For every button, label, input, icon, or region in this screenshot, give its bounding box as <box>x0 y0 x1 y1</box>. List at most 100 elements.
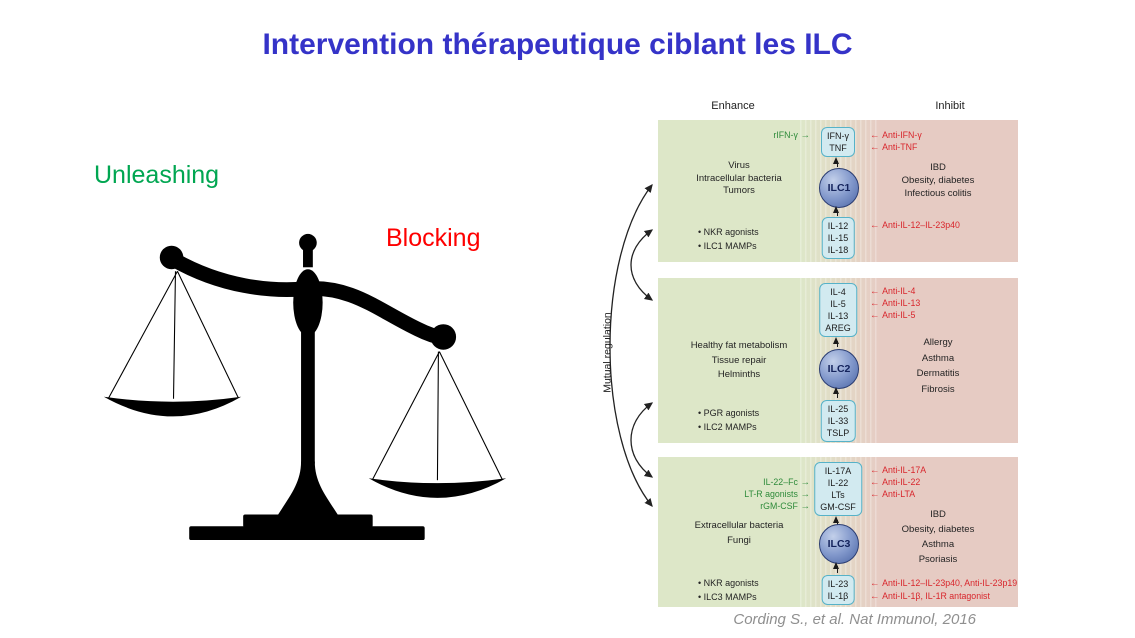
condition-row: Obesity, diabetes <box>901 175 975 186</box>
right-arrow-icon: → <box>797 477 810 488</box>
cytokine-label: IL-4 <box>830 287 846 297</box>
condition-row: Dermatitis <box>916 368 960 379</box>
inhibitor-label-text: Anti-IL-1β, IL-1R antagonist <box>882 591 990 601</box>
condition-row: Allergy <box>923 337 953 348</box>
inhibitor-label: ← Anti-IL-4 <box>870 285 915 298</box>
agent-row: ILC3 MAMPs <box>698 591 759 605</box>
cytokine-label: IL-5 <box>830 299 846 309</box>
inhibitor-label: ← Anti-IL-1β, IL-1R antagonist <box>870 590 990 603</box>
cytokine-label: IL-12 <box>827 221 849 231</box>
enhancer-label: rGM-CSF → <box>760 500 810 513</box>
inhibitor-label: ← Anti-LTA <box>870 488 915 501</box>
enhancer-label-text: LT-R agonists <box>744 489 798 499</box>
inhibitor-label: ← Anti-IFN-γ <box>870 129 922 142</box>
left-arrow-icon: ← <box>870 578 883 589</box>
agent-row: ILC2 MAMPs <box>698 421 759 435</box>
up-arrow <box>833 206 840 216</box>
inhibitor-label: ← Anti-IL-22 <box>870 476 920 489</box>
page-title: Intervention thérapeutique ciblant les I… <box>262 28 853 61</box>
inhibitor-label-text: Anti-IL-13 <box>882 298 921 308</box>
left-arrow-icon: ← <box>870 489 883 500</box>
enhancer-label: LT-R agonists → <box>744 488 810 501</box>
scale-base <box>277 461 339 516</box>
inhibitor-label-text: Anti-IL-12–IL-23p40 <box>882 220 960 230</box>
cytokine-label: IL-22 <box>827 478 849 488</box>
condition-row: Asthma <box>921 352 955 364</box>
condition-row: IBD <box>930 162 946 173</box>
left-arrow-icon: ← <box>870 477 883 488</box>
inhibitor-label-text: Anti-IFN-γ <box>882 130 922 140</box>
left-arrow-icon: ← <box>870 465 883 476</box>
up-arrow <box>833 562 840 573</box>
enhance-agents: PGR agonistsILC2 MAMPs <box>698 407 760 435</box>
blocking-label: Blocking <box>386 224 481 252</box>
cytokine-label: IL-33 <box>827 416 849 426</box>
enhancer-label-text: rGM-CSF <box>760 501 798 511</box>
left-arrow-icon: ← <box>870 142 883 153</box>
arc-ilc1-ilc2 <box>630 229 654 301</box>
cytokine-label: IL-13 <box>827 311 849 321</box>
cytokine-label: IL-17A <box>824 466 852 476</box>
condition-row: Infectious colitis <box>904 188 972 199</box>
enhance-agents: NKR agonistsILC3 MAMPs <box>698 577 759 604</box>
condition-row: Obesity, diabetes <box>901 524 975 535</box>
inhibitor-label-text: Anti-IL-4 <box>882 286 916 296</box>
condition-row: Virus <box>728 160 750 171</box>
inhibitor-label: ← Anti-IL-17A <box>870 464 926 477</box>
inhibitor-label: ← Anti-IL-13 <box>870 297 920 310</box>
ilc-cell-ilc1: ILC1 <box>819 168 859 208</box>
inhibitor-label-text: Anti-IL-12–IL-23p40, Anti-IL-23p19 <box>882 578 1018 588</box>
condition-row: Intracellular bacteria <box>696 172 782 184</box>
scale-beam <box>166 252 451 346</box>
inhibitor-label-text: Anti-TNF <box>882 142 918 152</box>
left-arrow-icon: ← <box>870 286 883 297</box>
citation: Cording S., et al. Nat Immunol, 2016 <box>733 611 976 628</box>
condition-row: Fibrosis <box>921 383 955 395</box>
cytokine-label: GM-CSF <box>820 502 856 512</box>
arc-ilc2-ilc3 <box>630 402 654 478</box>
cytokine-label: LTs <box>831 490 845 500</box>
cytokine-label: IL-1β <box>827 591 849 601</box>
enhancer-label-text: IL-22–Fc <box>763 477 798 487</box>
cytokine-label: TSLP <box>826 428 850 438</box>
cytokine-label: IFN-γ <box>827 131 849 141</box>
inhibit-column-header: Inhibit <box>935 100 965 112</box>
condition-row: IBD <box>930 509 946 520</box>
enhance-column-header: Enhance <box>711 100 755 112</box>
right-arrow-icon: → <box>797 501 810 512</box>
up-arrow <box>833 516 840 526</box>
scale-left-pan <box>103 396 242 417</box>
ilc-cell-ilc3: ILC3 <box>819 524 859 564</box>
arc-ilc1-ilc3 <box>609 183 653 508</box>
inhibitor-label-text: Anti-IL-5 <box>882 310 916 320</box>
inhibitor-label: ← Anti-TNF <box>870 141 917 154</box>
condition-row: Fungi <box>727 535 751 546</box>
condition-row: Extracellular bacteria <box>694 520 784 531</box>
inhibitor-label-text: Anti-IL-22 <box>882 477 921 487</box>
agent-row: NKR agonists <box>698 577 759 591</box>
cytokine-label: IL-25 <box>827 404 849 414</box>
enhancer-label: IL-22–Fc → <box>763 476 810 489</box>
inhibitor-label: ← Anti-IL-12–IL-23p40, Anti-IL-23p19 <box>870 577 1017 590</box>
agent-row: PGR agonists <box>698 407 760 421</box>
left-arrow-icon: ← <box>870 591 883 602</box>
cytokine-label: AREG <box>825 323 851 333</box>
unleashing-label: Unleashing <box>94 161 220 189</box>
condition-row: Helminths <box>717 369 761 380</box>
condition-row: Psoriasis <box>918 554 958 565</box>
left-arrow-icon: ← <box>870 298 883 309</box>
agent-row: ILC1 MAMPs <box>698 240 759 254</box>
ilc-cell-ilc2: ILC2 <box>819 349 859 389</box>
cytokine-label: TNF <box>829 143 847 153</box>
